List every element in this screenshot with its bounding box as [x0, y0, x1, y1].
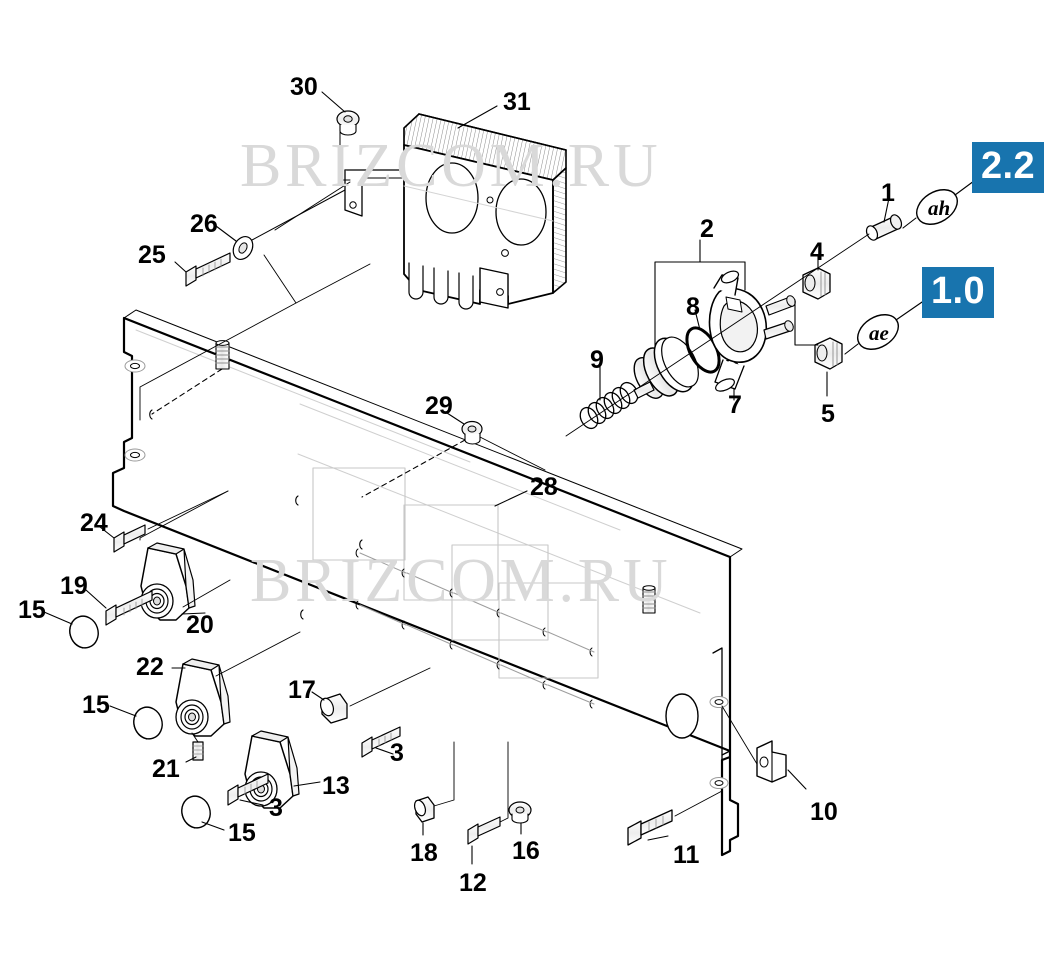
bracket-part10	[756, 740, 787, 783]
callout-number-19: 19	[60, 572, 88, 600]
callout-number-20: 20	[186, 611, 214, 639]
callout-number-18: 18	[410, 839, 438, 867]
variant-oval-ae	[857, 314, 899, 350]
callout-number-21: 21	[152, 755, 180, 783]
callout-number-1: 1	[881, 179, 895, 207]
callout-number-22: 22	[136, 653, 164, 681]
cap-part15-a	[69, 615, 99, 649]
callout-number-30: 30	[290, 73, 318, 101]
bolt-part11	[627, 809, 673, 846]
callout-number-9: 9	[590, 346, 604, 374]
variant-oval-ah	[916, 189, 958, 225]
callout-number-10: 10	[810, 798, 838, 826]
cap-part15-c	[181, 795, 211, 829]
nut-part5	[814, 337, 843, 370]
callout-number-26: 26	[190, 210, 218, 238]
screw-part29	[461, 420, 483, 445]
swing-arm-part20	[140, 542, 196, 621]
callout-number-15: 15	[228, 819, 256, 847]
bolt-part3-b	[361, 726, 401, 758]
washer-part26	[232, 235, 254, 261]
spring-part9	[579, 381, 639, 430]
callout-number-4: 4	[810, 238, 824, 266]
callout-number-7: 7	[728, 391, 742, 419]
chassis-stud-right	[642, 585, 656, 614]
variant-oval-label-ah: ah	[928, 196, 951, 220]
callout-number-29: 29	[425, 392, 453, 420]
callout-number-24: 24	[80, 509, 108, 537]
variant-oval-label-ae: ae	[869, 321, 889, 345]
callout-number-3: 3	[390, 739, 404, 767]
plug-part18	[413, 796, 435, 823]
shoulder-bolt-part19	[105, 590, 153, 626]
callout-number-17: 17	[288, 676, 316, 704]
bolt-part25	[185, 252, 231, 287]
sleeve-part1	[865, 214, 903, 241]
callout-number-28: 28	[530, 473, 558, 501]
callout-number-25: 25	[138, 241, 166, 269]
screw-part30	[336, 110, 360, 136]
piston-assembly	[633, 336, 699, 399]
callout-number-3: 3	[269, 794, 283, 822]
callout-number-2: 2	[700, 215, 714, 243]
bolt-part3-a	[227, 773, 269, 806]
callout-number-15: 15	[18, 596, 46, 624]
chassis-plate-part28	[111, 309, 743, 857]
callout-number-5: 5	[821, 400, 835, 428]
nut-part4	[802, 267, 831, 300]
callout-number-16: 16	[512, 837, 540, 865]
bolt-part24	[113, 524, 146, 553]
callout-number-8: 8	[686, 293, 700, 321]
bolt-part12	[467, 816, 501, 845]
callout-number-15: 15	[82, 691, 110, 719]
callout-number-13: 13	[322, 772, 350, 800]
cap-part15-b	[133, 706, 163, 740]
callout-number-12: 12	[459, 869, 487, 897]
callout-number-11: 11	[673, 841, 700, 869]
variant-badge-2-2: 2.2	[972, 142, 1044, 193]
variant-badge-1-0: 1.0	[922, 267, 994, 318]
washer-part16	[508, 801, 532, 824]
callout-number-31: 31	[503, 88, 531, 116]
plug-part17	[319, 693, 348, 724]
valve-body	[708, 270, 796, 392]
pump-housing-part31	[344, 113, 567, 310]
swing-arm-part22	[175, 658, 231, 737]
